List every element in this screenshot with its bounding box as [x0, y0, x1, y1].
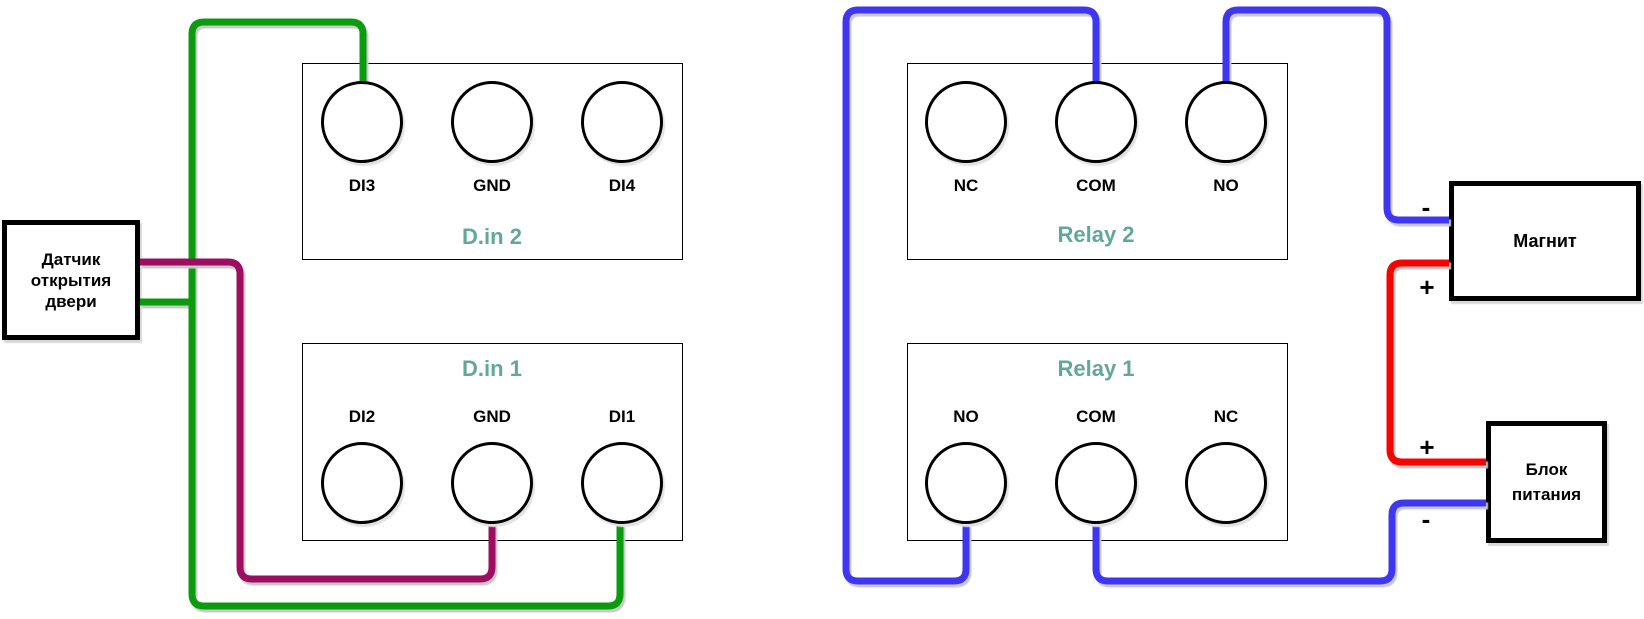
terminal-label-relay1-no: NO: [953, 407, 979, 426]
sensor-label-line3: двери: [45, 291, 97, 311]
terminal-circle-relay2-nc: [925, 81, 1007, 163]
relay1-title: Relay 1: [1057, 356, 1135, 381]
terminal-circle-di3: [321, 81, 403, 163]
psu-label-line1: Блок: [1525, 460, 1568, 479]
terminal-label-di4: DI4: [608, 176, 636, 195]
psu-box: [1486, 421, 1607, 543]
terminal-circle-relay1-no: [925, 442, 1007, 524]
terminal-label-di1: DI1: [608, 407, 636, 426]
psu-plus-sign: +: [1419, 432, 1435, 462]
terminal-circle-relay1-nc: [1185, 442, 1267, 524]
terminal-label-relay1-nc: NC: [1213, 407, 1239, 426]
sensor-label-line2: открытия: [30, 270, 112, 290]
terminal-label-relay1-com: COM: [1076, 407, 1116, 426]
sensor-label-line1: Датчик: [41, 249, 101, 269]
relay2-title: Relay 2: [1057, 222, 1135, 247]
terminal-label-relay2-com: COM: [1076, 176, 1116, 195]
magnet-label-text: Магнит: [1513, 230, 1577, 251]
terminal-circle-din1-gnd: [451, 442, 533, 524]
terminal-circle-din2-gnd: [451, 81, 533, 163]
sensor-box: [2, 220, 140, 340]
terminal-label-din1-gnd: GND: [473, 407, 511, 426]
din2-title: D.in 2: [462, 224, 522, 249]
magnet-box: [1449, 181, 1641, 301]
terminal-label-relay2-nc: NC: [953, 176, 979, 195]
terminal-circle-di2: [321, 442, 403, 524]
sensor-label: Датчик открытия двери: [2, 220, 140, 340]
terminal-circle-di1: [581, 442, 663, 524]
terminal-circle-relay2-no: [1185, 81, 1267, 163]
psu-label-line2: питания: [1511, 485, 1582, 504]
terminal-label-di2: DI2: [348, 407, 376, 426]
terminal-circle-relay2-com: [1055, 81, 1137, 163]
psu-label: Блок питания: [1486, 421, 1607, 543]
magnet-minus-sign: -: [1421, 192, 1431, 222]
terminal-label-relay2-no: NO: [1213, 176, 1239, 195]
din1-title: D.in 1: [462, 356, 522, 381]
magnet-plus-sign: +: [1419, 272, 1435, 302]
terminal-label-din2-gnd: GND: [473, 176, 511, 195]
magnet-label: Магнит: [1449, 181, 1641, 301]
terminal-label-di3: DI3: [348, 176, 376, 195]
terminal-circle-relay1-com: [1055, 442, 1137, 524]
terminal-circle-di4: [581, 81, 663, 163]
psu-minus-sign: -: [1421, 504, 1431, 534]
